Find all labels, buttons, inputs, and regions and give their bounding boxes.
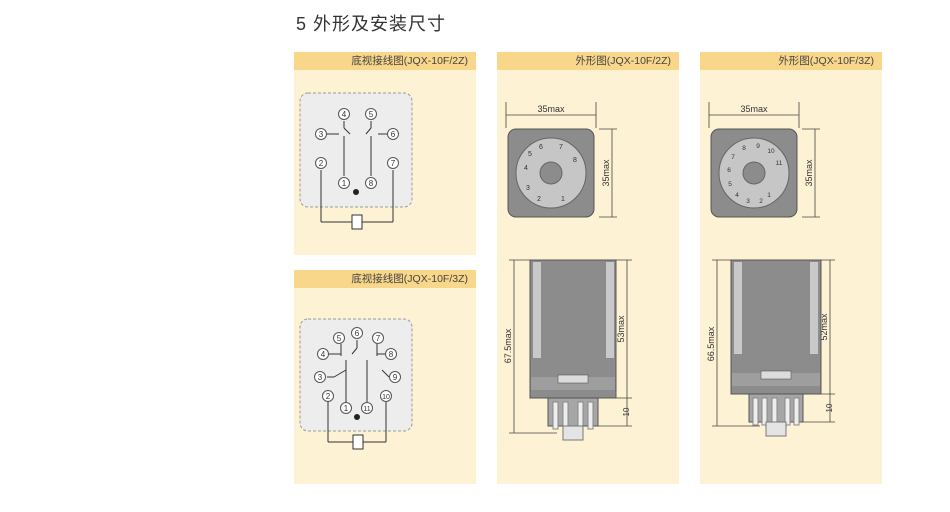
svg-text:7: 7 <box>559 144 563 151</box>
svg-text:5: 5 <box>369 110 374 119</box>
pin-1: 1 <box>340 402 352 414</box>
svg-text:3: 3 <box>746 198 750 205</box>
wiring-2z-title: 底视接线图(JQX-10F/2Z) <box>294 52 476 70</box>
svg-text:2: 2 <box>326 392 331 401</box>
pin-1: 1 <box>338 177 350 189</box>
svg-text:4: 4 <box>735 192 739 199</box>
svg-text:8: 8 <box>389 350 394 359</box>
svg-text:2: 2 <box>759 198 763 205</box>
svg-text:8: 8 <box>742 145 746 152</box>
svg-text:7: 7 <box>376 334 381 343</box>
svg-text:6: 6 <box>391 130 396 139</box>
pin-3: 3 <box>315 128 327 140</box>
svg-text:1: 1 <box>561 196 565 203</box>
svg-text:4: 4 <box>342 110 347 119</box>
svg-text:6: 6 <box>355 329 360 338</box>
svg-text:5: 5 <box>728 181 732 188</box>
svg-text:11: 11 <box>363 406 370 413</box>
pin-11: 11 <box>361 402 373 414</box>
outline-3z-panel: 外形图(JQX-10F/3Z) 35max 35max 1 2 3 4 5 6 … <box>700 52 882 484</box>
pin-5: 5 <box>333 332 345 344</box>
body-height-dim: 52max <box>819 313 829 341</box>
section-title: 5 外形及安装尺寸 <box>296 14 447 34</box>
pin-5: 5 <box>365 108 377 120</box>
svg-text:11: 11 <box>776 160 783 167</box>
outline-2z-title: 外形图(JQX-10F/2Z) <box>497 52 679 70</box>
pin-4: 4 <box>338 108 350 120</box>
svg-text:9: 9 <box>393 373 398 382</box>
pin-6: 6 <box>387 128 399 140</box>
svg-text:2: 2 <box>319 159 324 168</box>
svg-text:9: 9 <box>756 143 760 150</box>
svg-text:7: 7 <box>391 159 396 168</box>
pin-2: 2 <box>322 390 334 402</box>
svg-text:10: 10 <box>382 394 390 401</box>
svg-text:10: 10 <box>767 148 775 155</box>
svg-text:8: 8 <box>369 179 374 188</box>
pin-7: 7 <box>387 157 399 169</box>
wiring-3z-panel: 底视接线图(JQX-10F/3Z) 5 6 7 4 8 3 9 2 1 11 1… <box>294 270 476 484</box>
width-dim: 35max <box>537 104 565 114</box>
pin-7: 7 <box>372 332 384 344</box>
outline-2z-drawing: 35max 35max 1 2 3 4 5 6 7 8 67.5max 53ma… <box>503 102 632 441</box>
svg-text:1: 1 <box>344 404 349 413</box>
wiring-2z-diagram: 4 5 3 6 2 7 1 8 <box>299 92 413 230</box>
pin-length-dim: 10 <box>622 407 631 416</box>
pin-8: 8 <box>385 348 397 360</box>
pin-8: 8 <box>365 177 377 189</box>
total-height-dim: 67.5max <box>503 328 513 363</box>
svg-text:5: 5 <box>528 151 532 158</box>
svg-text:3: 3 <box>318 373 323 382</box>
svg-text:1: 1 <box>342 179 347 188</box>
depth-dim: 35max <box>601 159 611 187</box>
pin-2: 2 <box>315 157 327 169</box>
pin-4: 4 <box>317 348 329 360</box>
socket-numbers: 1 2 3 4 5 6 7 8 <box>524 144 577 203</box>
pin-10: 10 <box>380 390 392 402</box>
socket-numbers: 1 2 3 4 5 6 7 8 9 10 11 <box>727 143 783 205</box>
svg-text:6: 6 <box>727 167 731 174</box>
svg-text:3: 3 <box>319 130 324 139</box>
outline-3z-drawing: 35max 35max 1 2 3 4 5 6 7 8 9 10 11 66.5… <box>706 102 835 437</box>
svg-text:6: 6 <box>539 144 543 151</box>
outline-3z-title: 外形图(JQX-10F/3Z) <box>700 52 882 70</box>
svg-text:8: 8 <box>573 157 577 164</box>
svg-text:7: 7 <box>731 154 735 161</box>
wiring-3z-title: 底视接线图(JQX-10F/3Z) <box>294 270 476 288</box>
svg-text:1: 1 <box>767 192 771 199</box>
svg-text:4: 4 <box>321 350 326 359</box>
outline-2z-panel: 外形图(JQX-10F/2Z) 35max 35max 1 2 3 4 5 6 … <box>497 52 679 484</box>
pin-6: 6 <box>351 327 363 339</box>
body-height-dim: 53max <box>616 315 626 343</box>
pin-3: 3 <box>314 371 326 383</box>
depth-dim: 35max <box>804 159 814 187</box>
wiring-2z-panel: 底视接线图(JQX-10F/2Z) 4 5 3 6 2 7 1 8 <box>294 52 476 255</box>
svg-text:4: 4 <box>524 165 528 172</box>
svg-text:2: 2 <box>537 196 541 203</box>
width-dim: 35max <box>740 104 768 114</box>
svg-text:5: 5 <box>337 334 342 343</box>
svg-text:3: 3 <box>526 185 530 192</box>
wiring-3z-diagram: 5 6 7 4 8 3 9 2 1 11 10 <box>299 318 413 450</box>
pin-9: 9 <box>389 371 401 383</box>
pin-length-dim: 10 <box>825 403 834 412</box>
total-height-dim: 66.5max <box>706 326 716 361</box>
